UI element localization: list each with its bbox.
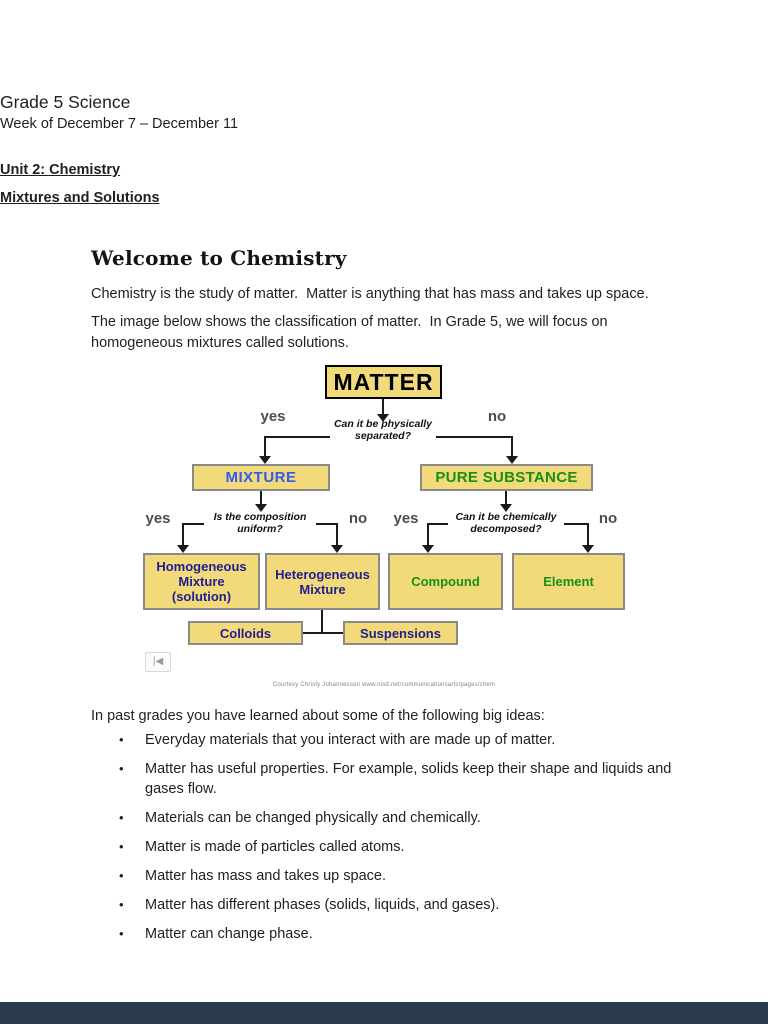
doc-unit-heading: Unit 2: Chemistry <box>0 162 121 178</box>
big-ideas-intro: In past grades you have learned about so… <box>91 708 545 724</box>
doc-topic-heading: Mixtures and Solutions <box>0 190 160 206</box>
flowchart-question-physically-separated: Can it be physically separated? <box>333 418 433 442</box>
flowchart-question-chemically-decomposed: Can it be chemically decomposed? <box>455 511 557 535</box>
list-item-text: Materials can be changed physically and … <box>145 810 481 826</box>
list-item: • Matter has useful properties. For examp… <box>91 759 691 799</box>
flowchart-label-yes: yes <box>145 510 171 527</box>
flowchart-label-no: no <box>487 408 507 425</box>
bullet-icon: • <box>119 761 124 776</box>
list-item: • Matter can change phase. <box>91 924 691 944</box>
flowchart-box-suspensions: Suspensions <box>343 621 458 645</box>
list-item: • Matter has mass and takes up space. <box>91 866 691 886</box>
bullet-icon: • <box>119 926 124 941</box>
flowchart-connectors <box>177 399 594 634</box>
list-item-text: Everyday materials that you interact wit… <box>145 732 556 748</box>
doc-title: Grade 5 Science <box>0 92 131 112</box>
flowchart-box-element: Element <box>512 553 625 610</box>
paragraph-chemistry-definition: Chemistry is the study of matter. Matter… <box>91 286 649 302</box>
bullet-icon: • <box>119 732 124 747</box>
flowchart-box-heterogeneous-mixture: Heterogeneous Mixture <box>265 553 380 610</box>
viewer-footer-bar <box>0 1002 768 1024</box>
flowchart-box-matter: MATTER <box>325 365 442 399</box>
paragraph-image-intro: The image below shows the classification… <box>91 314 612 351</box>
flowchart-label-no: no <box>348 510 368 527</box>
flowchart-label-yes: yes <box>260 408 286 425</box>
list-item-text: Matter has useful properties. For exampl… <box>145 761 672 797</box>
flowchart-label-yes: yes <box>393 510 419 527</box>
image-credit-caption: Courtesy Christy Johannesson www.nisd.ne… <box>272 682 496 688</box>
section-heading: Welcome to Chemistry <box>91 246 347 270</box>
list-item-text: Matter can change phase. <box>145 926 313 942</box>
list-item: • Everyday materials that you interact wi… <box>91 730 691 750</box>
doc-week-subtitle: Week of December 7 – December 11 <box>0 116 239 132</box>
flowchart-box-pure-substance: PURE SUBSTANCE <box>420 464 593 491</box>
list-item: • Matter has different phases (solids, li… <box>91 895 691 915</box>
big-ideas-list: • Everyday materials that you interact wi… <box>91 730 691 953</box>
bullet-icon: • <box>119 839 124 854</box>
list-item-text: Matter has mass and takes up space. <box>145 868 386 884</box>
list-item: • Matter is made of particles called atom… <box>91 837 691 857</box>
matter-classification-flowchart: MATTER yes Can it be physically separate… <box>130 360 640 660</box>
bullet-icon: • <box>119 810 124 825</box>
flowchart-box-mixture: MIXTURE <box>192 464 330 491</box>
flowchart-box-colloids: Colloids <box>188 621 303 645</box>
list-item: • Materials can be changed physically and… <box>91 808 691 828</box>
previous-slide-icon[interactable]: |◀ <box>145 652 171 672</box>
flowchart-box-compound: Compound <box>388 553 503 610</box>
flowchart-label-no: no <box>598 510 618 527</box>
list-item-text: Matter has different phases (solids, liq… <box>145 897 500 913</box>
bullet-icon: • <box>119 868 124 883</box>
list-item-text: Matter is made of particles called atoms… <box>145 839 405 855</box>
flowchart-question-composition-uniform: Is the composition uniform? <box>213 511 307 535</box>
flowchart-box-homogeneous-mixture: Homogeneous Mixture (solution) <box>143 553 260 610</box>
bullet-icon: • <box>119 897 124 912</box>
